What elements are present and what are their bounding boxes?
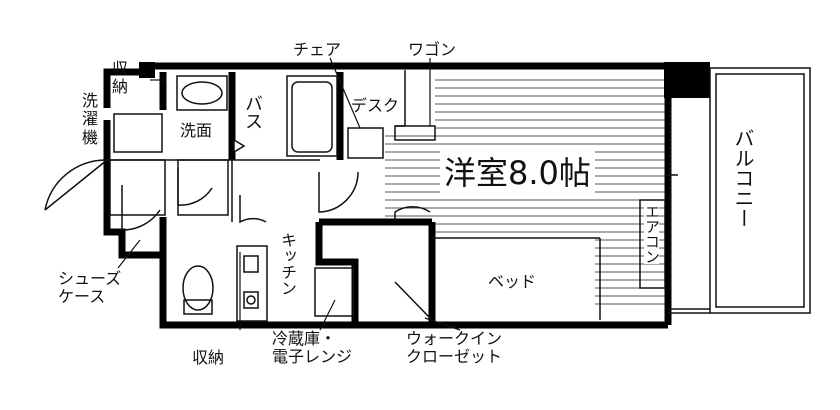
balcony-label: バルコニー [731, 128, 755, 228]
desk-label: デスク [351, 96, 400, 115]
aircon-label: エアコン [643, 204, 661, 264]
chair-label: チェア [293, 40, 342, 59]
bed-label: ベッド [488, 272, 537, 291]
balcony [668, 67, 811, 314]
interior-lines [107, 70, 666, 322]
shoe-case-label: シューズ ケース [58, 269, 122, 307]
wagon-label: ワゴン [408, 40, 457, 59]
washer-label: 洗 濯 機 [82, 91, 99, 147]
washbasin-label: 洗面 [180, 121, 213, 140]
fixtures [181, 81, 259, 315]
storage-top-label: 収 納 [112, 59, 129, 97]
wall-pillar-small [139, 62, 155, 78]
wall-pillar [664, 62, 710, 98]
kitchen-label: キッチン [278, 232, 297, 296]
room-name: 洋室8.0帖 [440, 148, 595, 194]
doors [44, 138, 431, 231]
fridge-label: 冷蔵庫・ 電子レンジ [272, 329, 353, 367]
closet-label: ウォークイン クローゼット [406, 329, 503, 367]
leader-lines [117, 57, 461, 331]
window [666, 110, 678, 290]
storage-bottom-label: 収納 [192, 348, 225, 367]
bath-label: バス [242, 94, 263, 130]
